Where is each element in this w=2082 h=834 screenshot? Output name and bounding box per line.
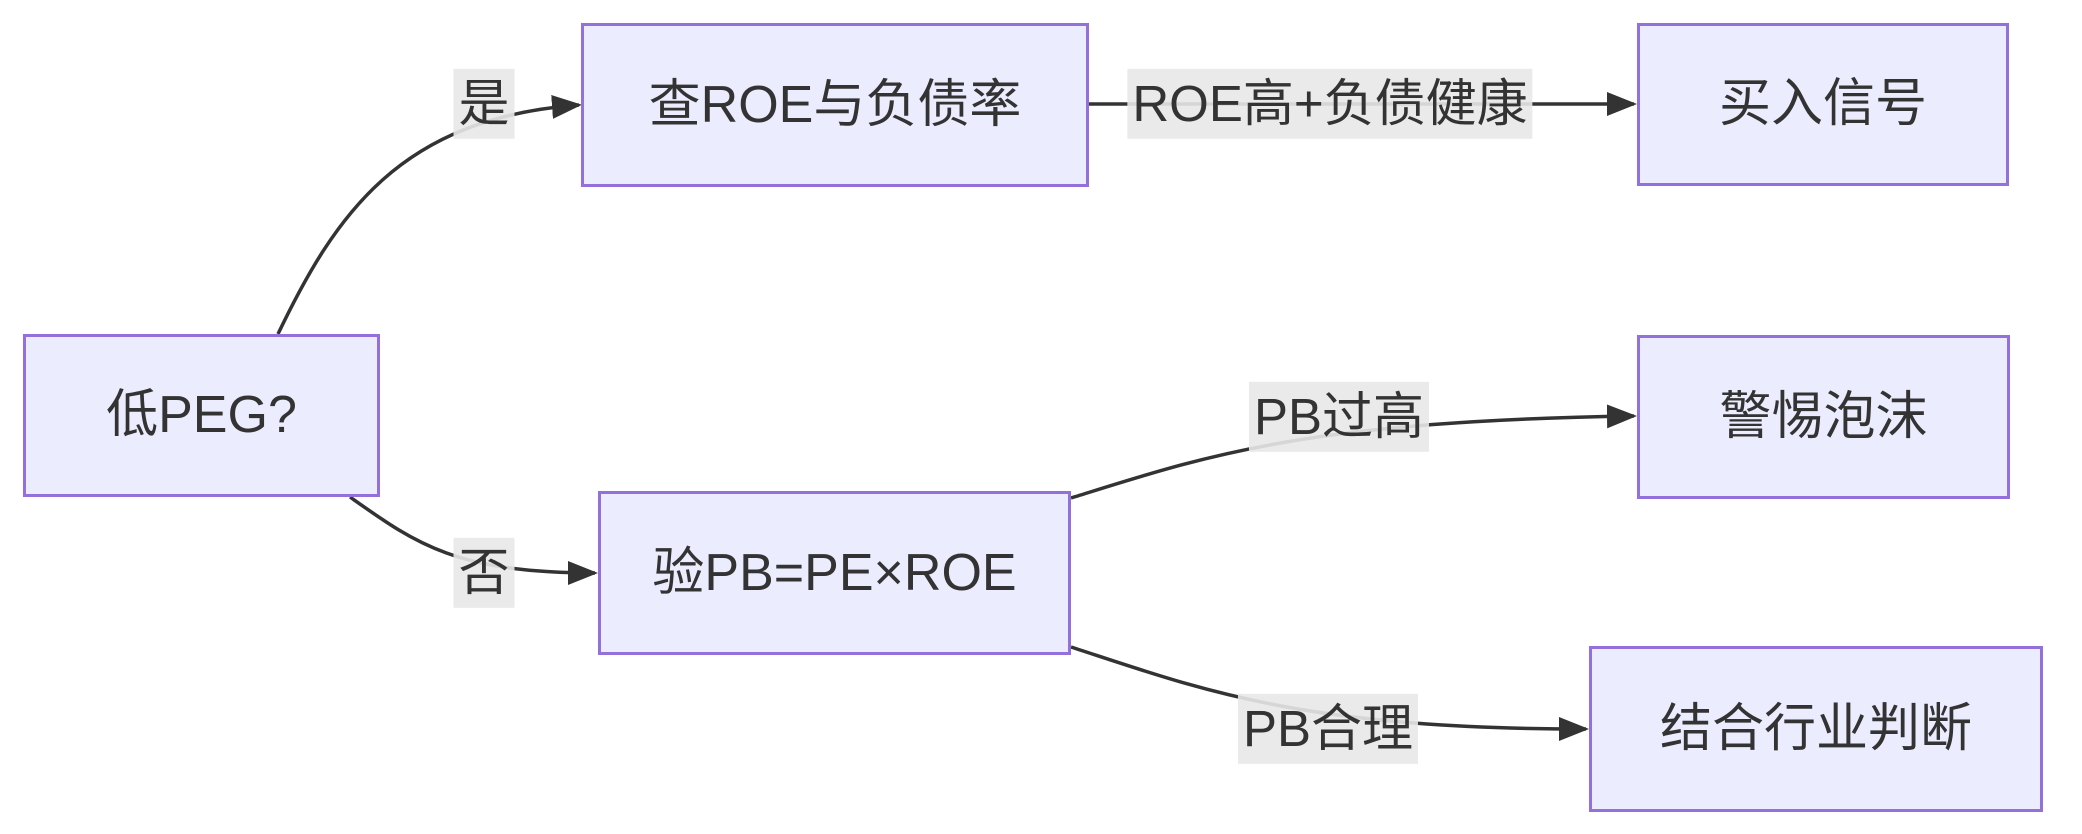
edge-label-yes: 是 [453, 68, 515, 140]
node-beware-bubble: 警惕泡沫 [1637, 335, 2010, 499]
node-check-roe-debt-label: 查ROE与负债率 [648, 75, 1022, 134]
edge-path-no [348, 495, 598, 585]
node-check-roe-debt: 查ROE与负债率 [581, 23, 1089, 187]
node-buy-signal-label: 买入信号 [1718, 75, 1927, 134]
edge-path-yes [276, 95, 582, 335]
edge-label-pb-too-high: PB过高 [1248, 381, 1430, 453]
edge-label-roe-healthy: ROE高+负债健康 [1127, 68, 1533, 140]
edge-label-pb-reasonable: PB合理 [1237, 693, 1419, 765]
node-low-peg-label: 低PEG? [106, 386, 297, 445]
edge-label-no: 否 [453, 537, 515, 609]
node-verify-pb-label: 验PB=PE×ROE [652, 543, 1017, 602]
node-low-peg: 低PEG? [23, 334, 380, 497]
node-buy-signal: 买入信号 [1637, 23, 2009, 186]
node-verify-pb: 验PB=PE×ROE [598, 491, 1071, 655]
node-industry-judgment-label: 结合行业判断 [1659, 699, 1972, 758]
node-beware-bubble-label: 警惕泡沫 [1719, 387, 1928, 446]
node-industry-judgment: 结合行业判断 [1589, 646, 2043, 812]
